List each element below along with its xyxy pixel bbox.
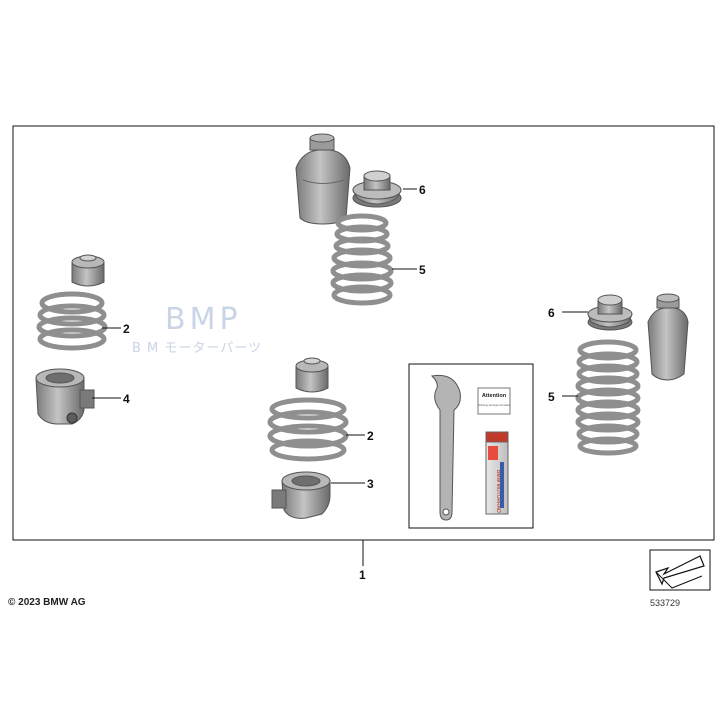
copyright-notice: © 2023 BMW AG [8,597,86,608]
callout-spring-right: 5 [548,390,555,404]
coil-spring-right [575,339,641,456]
spring-seat-center [271,471,331,519]
spring-cap-right [587,294,633,331]
spring-seat-left [35,368,95,425]
coil-spring-center [267,397,349,462]
watermark-brand: BMP [165,302,242,337]
spring-cap-top [352,170,402,208]
coil-spring-left [36,291,108,351]
dust-boot-right [647,293,689,381]
attention-card: Attention Achtung sie liegen korrekte [477,387,511,415]
callout-spring-left: 2 [123,322,130,336]
grease-tube: BMW MOTORRAD [485,431,509,515]
attention-card-title: Attention [482,393,507,399]
dust-boot-top [295,133,351,225]
attention-card-text: Achtung sie liegen korrekte [478,403,510,407]
coil-spring-top [330,213,394,306]
grease-tube-label: BMW MOTORRAD [495,470,501,513]
callout-cap-right: 6 [548,306,555,320]
callout-leaders [92,188,588,566]
callout-assembly: 1 [359,568,366,582]
watermark: BMP B M モーターパーツ [132,302,262,356]
callout-seat-center: 3 [367,477,374,491]
callout-spring-center: 2 [367,429,374,443]
diagram-number: 533729 [650,598,681,608]
tool-kit-box [408,363,534,529]
callout-seat-left: 4 [123,392,130,406]
spanner-wrench [430,374,461,521]
callout-spring-top: 5 [419,263,426,277]
bump-stop-left [71,254,105,287]
bump-stop-center [295,357,329,393]
view-direction-arrow-icon [649,549,711,591]
watermark-subtitle: B M モーターパーツ [132,341,262,356]
callout-cap-top: 6 [419,183,426,197]
